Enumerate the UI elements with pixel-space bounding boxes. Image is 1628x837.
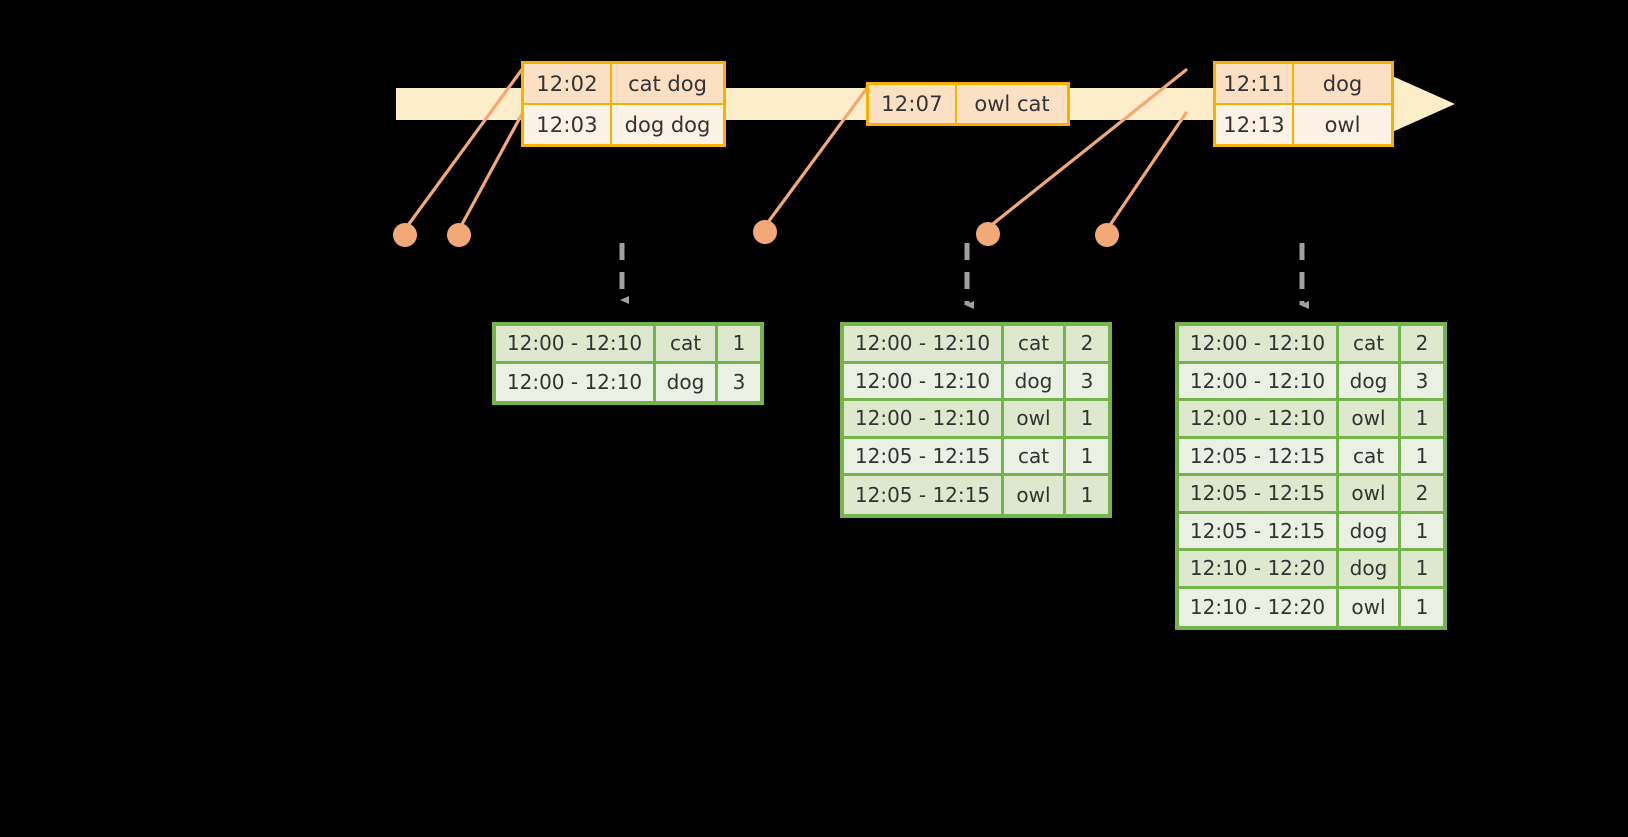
table-cell-count: 3: [1066, 364, 1108, 401]
table-cell-window: 12:10 - 12:20: [1179, 551, 1339, 589]
event-row: 12:02 cat dog: [524, 64, 723, 103]
table-cell-count: 1: [1401, 514, 1443, 551]
event-box-1: 12:02 cat dog 12:03 dog dog: [521, 61, 726, 147]
table-cell-key: dog: [1339, 363, 1401, 401]
event-row: 12:07 owl cat: [869, 85, 1067, 123]
table-cell-key: owl: [1004, 401, 1066, 439]
table-cell-count: 1: [718, 326, 760, 364]
table-cell-window: 12:00 - 12:10: [844, 326, 1004, 364]
table-cell-key: owl: [1339, 401, 1401, 439]
table-cell-window: 12:00 - 12:10: [1179, 401, 1339, 439]
table-cell-key: owl: [1004, 476, 1066, 514]
event-words: owl cat: [974, 92, 1050, 116]
table-cell-window: 12:00 - 12:10: [1179, 326, 1339, 364]
table-cell-window: 12:05 - 12:15: [844, 476, 1004, 514]
table-cell-key: dog: [1004, 363, 1066, 401]
table-cell-window: 12:10 - 12:20: [1179, 588, 1339, 626]
table-cell-window: 12:05 - 12:15: [1179, 513, 1339, 551]
event-row: 12:03 dog dog: [524, 103, 723, 144]
table-cell-window: 12:05 - 12:15: [844, 438, 1004, 476]
table-cell-window: 12:05 - 12:15: [1179, 476, 1339, 514]
connector-line-3: [764, 86, 869, 227]
event-words: owl: [1324, 112, 1361, 137]
table-cell-count: 1: [1415, 595, 1429, 620]
table-cell-key: cat: [1004, 326, 1066, 364]
event-row: 12:11 dog: [1216, 64, 1391, 103]
table-cell-key: dog: [1339, 513, 1401, 551]
event-time: 12:03: [524, 105, 612, 144]
table-cell-key: dog: [656, 363, 718, 401]
connector-line-1: [404, 66, 525, 230]
connector-line-5: [1106, 111, 1188, 230]
table-cell-count: 1: [1401, 401, 1443, 439]
event-time: 12:13: [1216, 105, 1294, 144]
table-cell-key: owl: [1339, 588, 1401, 626]
table-cell-key: cat: [1339, 326, 1401, 364]
connector-dot-1: [393, 223, 417, 247]
table-cell-window: 12:00 - 12:10: [1179, 363, 1339, 401]
table-cell-key: cat: [1004, 438, 1066, 476]
table-cell-window: 12:00 - 12:10: [496, 363, 656, 401]
event-box-2: 12:07 owl cat: [866, 82, 1070, 126]
connector-dots: [393, 220, 1119, 247]
table-cell-count: 2: [1066, 326, 1108, 364]
event-time: 12:07: [869, 85, 957, 123]
table-cell-window: 12:05 - 12:15: [1179, 438, 1339, 476]
table-cell-key: dog: [1339, 551, 1401, 589]
event-words: cat dog: [628, 71, 707, 96]
event-words: dog dog: [624, 112, 711, 137]
table-cell-count: 1: [1066, 439, 1108, 476]
connector-dot-5: [1095, 223, 1119, 247]
table-cell-window: 12:00 - 12:10: [844, 401, 1004, 439]
table-cell-count: 2: [1401, 476, 1443, 514]
event-time: 12:02: [524, 64, 612, 103]
table-cell-count: 1: [1401, 439, 1443, 476]
connector-dot-3: [753, 220, 777, 244]
table-cell-count: 2: [1401, 326, 1443, 364]
table-cell-count: 3: [1401, 364, 1443, 401]
table-pointer-arrows: [619, 243, 1309, 309]
event-row: 12:13 owl: [1216, 103, 1391, 144]
table-cell-count: 1: [1066, 401, 1108, 439]
event-box-3: 12:11 dog 12:13 owl: [1213, 61, 1394, 147]
event-words: dog: [1322, 71, 1363, 96]
table-cell-key: cat: [1339, 438, 1401, 476]
table-cell-window: 12:00 - 12:10: [844, 363, 1004, 401]
table-cell-count: 3: [732, 370, 746, 395]
table-cell-key: cat: [656, 326, 718, 364]
table-cell-count: 1: [1401, 551, 1443, 589]
table-cell-key: owl: [1339, 476, 1401, 514]
connector-line-2: [458, 110, 525, 230]
event-time: 12:11: [1216, 64, 1294, 103]
table-cell-count: 1: [1080, 482, 1094, 507]
table-cell-window: 12:00 - 12:10: [496, 326, 656, 364]
connector-dot-2: [447, 223, 471, 247]
connector-dot-4: [976, 222, 1000, 246]
